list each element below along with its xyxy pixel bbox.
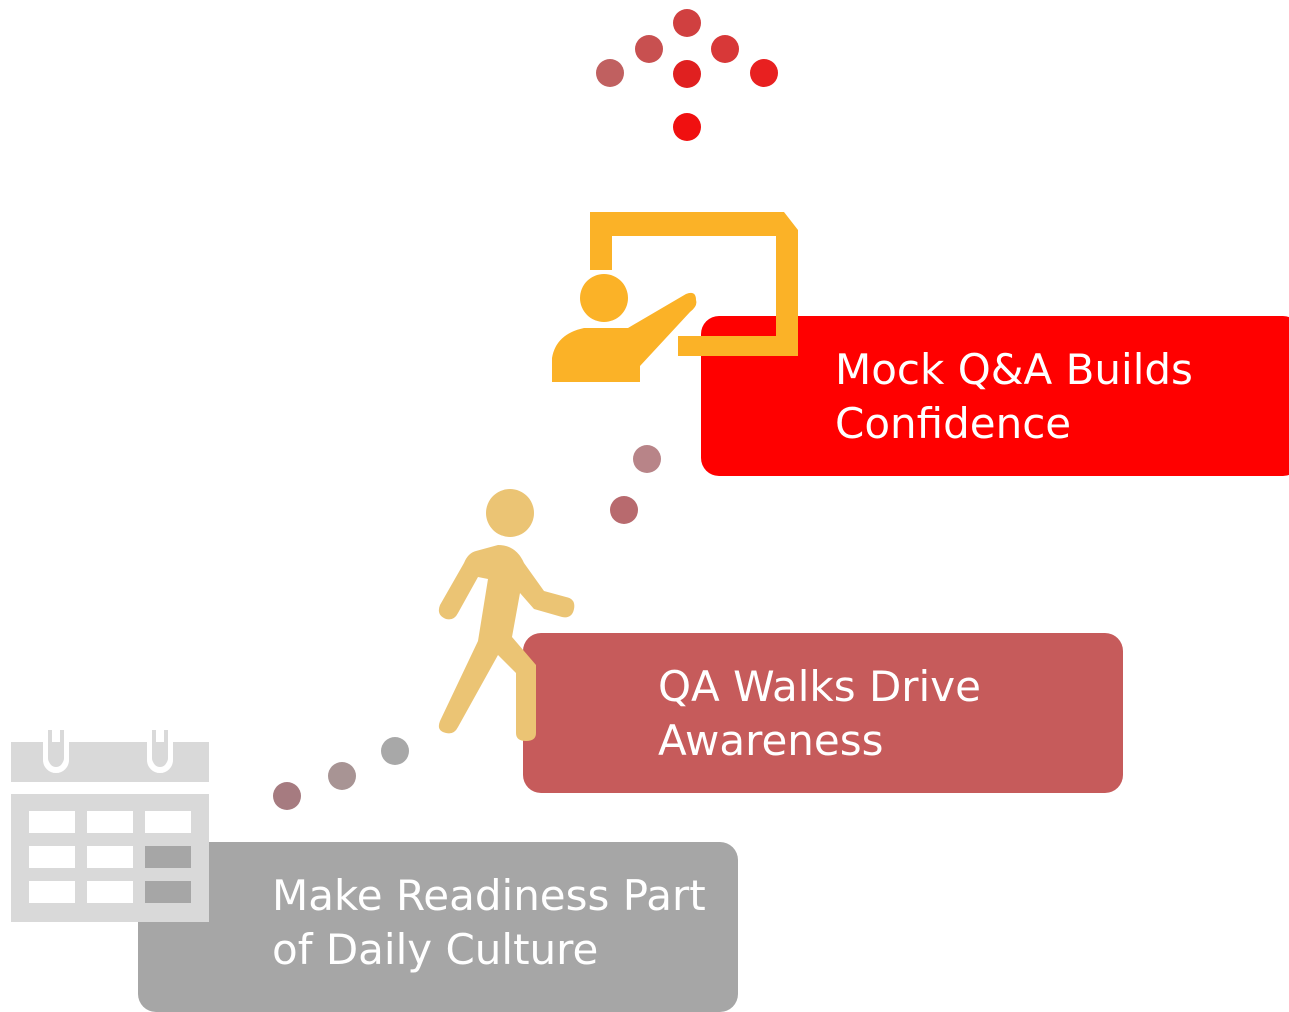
walking-person-icon [438,489,575,741]
path-dot [381,737,409,765]
cluster-dot [750,59,778,87]
path-dot [633,445,661,473]
cluster-dot [673,113,701,141]
presenter-icon [552,212,798,382]
step-label-line1: Mock Q&A Builds [835,345,1193,394]
cluster-dot [673,60,701,88]
path-dot [610,496,638,524]
step-box-daily-culture: Make Readiness Part of Daily Culture [138,842,738,1012]
cluster-dot [635,35,663,63]
step-box-mock-qa: Mock Q&A Builds Confidence [701,316,1289,476]
path-dot [328,762,356,790]
step-label-line2: Confidence [835,399,1072,448]
cluster-dot [673,9,701,37]
path-dot [273,782,301,810]
calendar-icon [11,730,209,922]
step-label-line2: of Daily Culture [272,925,599,974]
step-label-line2: Awareness [658,716,884,765]
cluster-dot [596,59,624,87]
step-label-line1: QA Walks Drive [658,662,981,711]
step-label-line1: Make Readiness Part [272,871,706,920]
step-box-qa-walks: QA Walks Drive Awareness [523,633,1123,793]
cluster-dot [711,35,739,63]
